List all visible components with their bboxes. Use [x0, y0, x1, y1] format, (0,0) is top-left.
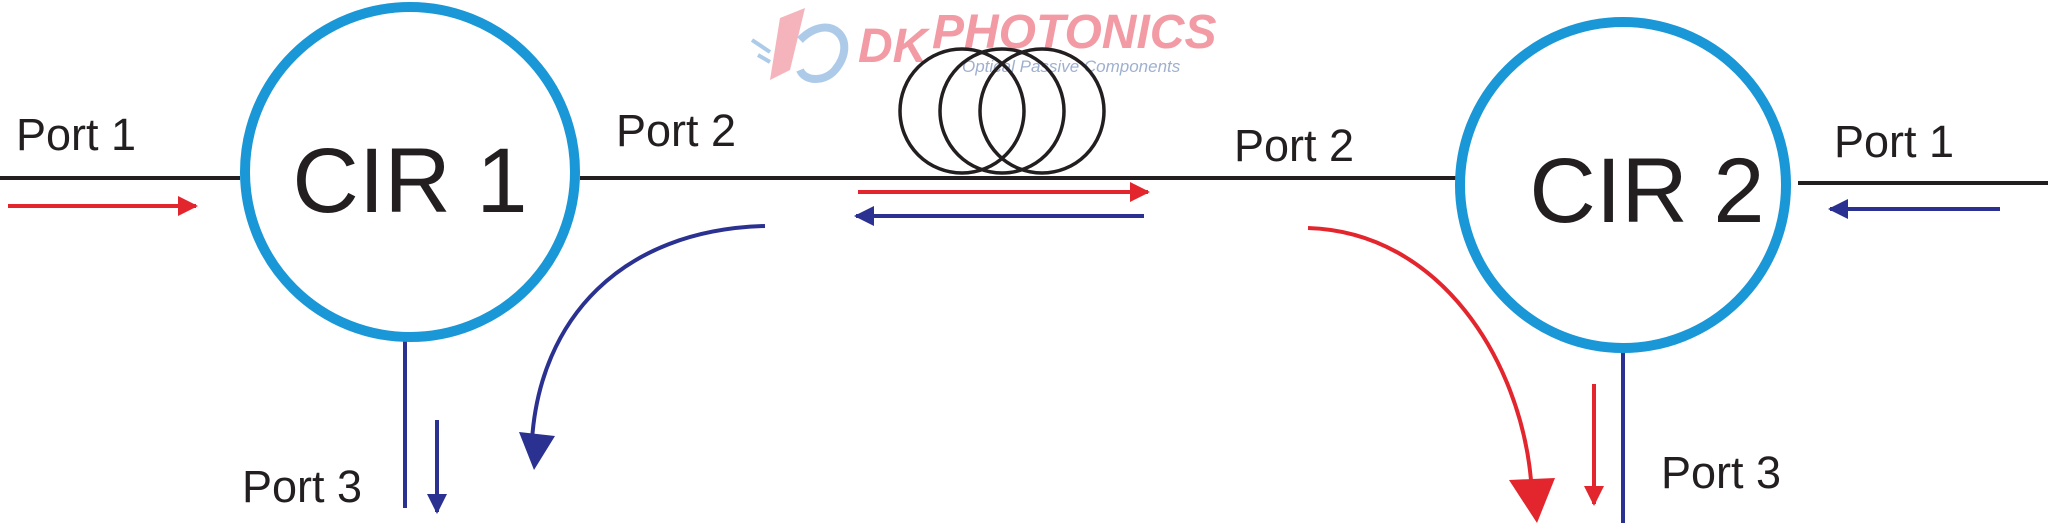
brand-name: DK: [858, 20, 931, 73]
forward-curve-arrowhead: [1509, 478, 1555, 523]
brand-watermark: DK PHOTONICS Optical Passive Components: [750, 6, 1216, 83]
cir1-port1-label: Port 1: [16, 109, 136, 160]
cir2-label: CIR 2: [1529, 140, 1764, 242]
backward-curve-arrow: [530, 224, 766, 441]
fiber-spool-icon: [898, 47, 1106, 175]
cir1-port3-label: Port 3: [242, 461, 362, 512]
cir2-port3-label: Port 3: [1661, 447, 1781, 498]
forward-curve-arrow: [1307, 226, 1533, 481]
cir2-port1-label: Port 1: [1834, 116, 1954, 167]
cir1-circle: [240, 2, 580, 342]
cir1-port2-label: Port 2: [616, 105, 736, 156]
cir2-port2-label: Port 2: [1234, 120, 1354, 171]
cir2-circle: [1455, 17, 1791, 353]
brand-tagline: Optical Passive Components: [962, 57, 1181, 76]
backward-curve-arrowhead: [519, 432, 555, 470]
cir1-label: CIR 1: [292, 130, 527, 232]
brand-logo-icon: [750, 8, 849, 83]
